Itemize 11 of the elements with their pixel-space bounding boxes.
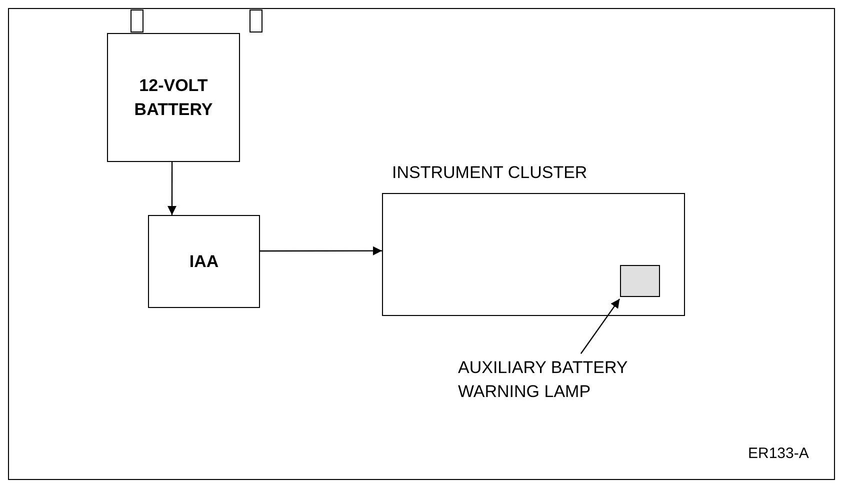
figure-code: ER133-A (748, 444, 809, 464)
battery-box (107, 33, 240, 162)
module-box (148, 215, 260, 308)
arrow (167, 162, 176, 215)
node-heading: INSTRUMENT CLUSTER (392, 162, 588, 184)
node-label: IAA (188, 250, 220, 272)
warning-lamp-box (620, 265, 660, 297)
leader-arrow (580, 298, 620, 354)
arrow (260, 246, 382, 256)
node-label: 12-VOLT BATTERY (133, 74, 214, 120)
callout-text: AUXILIARY BATTERY WARNING LAMP (458, 357, 628, 403)
